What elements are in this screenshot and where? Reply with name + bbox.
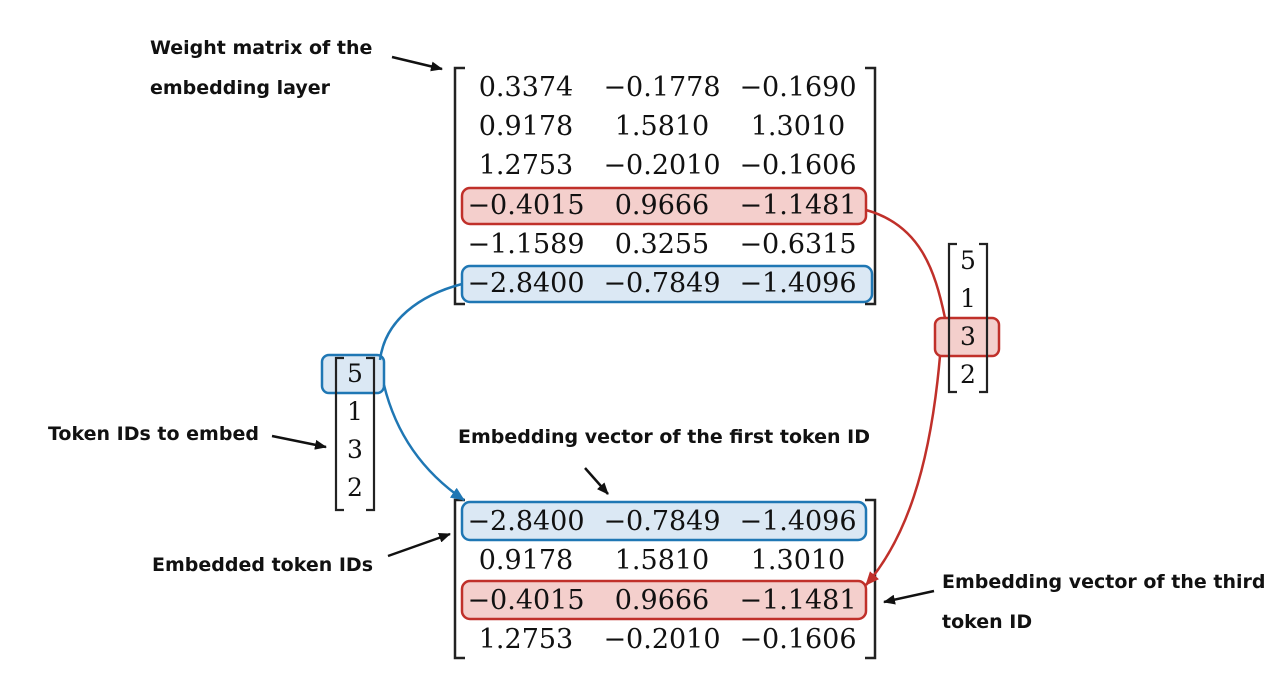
- weight-matrix-right-bracket: [865, 66, 877, 306]
- token-ids-vector-left: 5 1 3 2: [336, 355, 374, 511]
- embedded-cell: −2.8400: [467, 506, 585, 537]
- weight-matrix-left-bracket: [453, 66, 465, 306]
- weight-cell: −1.1589: [467, 229, 585, 260]
- left-vector-right-bracket: [366, 356, 376, 512]
- embedded-cell: 1.5810: [614, 545, 710, 576]
- weight-row: −1.1589 0.3255 −0.6315: [462, 225, 872, 265]
- weight-cell: −0.2010: [603, 150, 721, 181]
- weight-matrix-label-line-2: embedding layer: [150, 77, 331, 99]
- weight-cell: −1.1481: [739, 190, 857, 221]
- weight-cell: −0.1606: [739, 150, 857, 181]
- right-vector-left-bracket: [947, 242, 957, 394]
- embedded-row-0-highlight: [460, 500, 868, 542]
- red-connector-bottom: [865, 355, 942, 586]
- embedded-matrix: −2.8400 −0.7849 −1.4096 0.9178 1.5810 1.…: [462, 502, 872, 662]
- weight-row: 1.2753 −0.2010 −0.1606: [462, 146, 872, 186]
- blue-connector-top: [378, 282, 463, 361]
- embedded-cell: −0.7849: [603, 506, 721, 537]
- weight-cell: −2.8400: [467, 268, 585, 299]
- weight-cell: 0.9666: [614, 190, 710, 221]
- embedded-token-ids-arrow: [387, 532, 451, 558]
- embedded-row: 0.9178 1.5810 1.3010: [462, 541, 872, 581]
- embedded-cell: −1.1481: [739, 585, 857, 616]
- embedded-row-highlighted-red: −0.4015 0.9666 −1.1481: [462, 581, 872, 621]
- weight-cell: 0.9178: [478, 111, 574, 142]
- right-token-3-highlight: [933, 316, 1001, 358]
- weight-matrix-label-line-1: Weight matrix of the: [150, 37, 373, 59]
- token-id: 3: [960, 322, 976, 351]
- token-id: 3: [347, 435, 363, 464]
- embedded-cell: −0.4015: [467, 585, 585, 616]
- weight-row-highlighted-blue: −2.8400 −0.7849 −1.4096: [462, 264, 872, 304]
- weight-cell: −0.1778: [603, 72, 721, 103]
- embedded-row-highlighted-blue: −2.8400 −0.7849 −1.4096: [462, 502, 872, 542]
- blue-connector-bottom: [382, 384, 465, 502]
- token-ids-arrow: [271, 434, 327, 450]
- first-vector-arrow: [584, 467, 609, 495]
- weight-row: 0.3374 −0.1778 −0.1690: [462, 68, 872, 108]
- embedded-row: 1.2753 −0.2010 −0.1606: [462, 620, 872, 660]
- weight-matrix: 0.3374 −0.1778 −0.1690 0.9178 1.5810 1.3…: [462, 68, 872, 308]
- embedded-cell: 0.9178: [478, 545, 574, 576]
- embedded-cell: 1.3010: [750, 545, 846, 576]
- weight-cell: −0.7849: [603, 268, 721, 299]
- embedded-cell: 1.2753: [478, 624, 574, 655]
- weight-cell: −0.4015: [467, 190, 585, 221]
- third-vector-label-line-1: Embedding vector of the third: [942, 571, 1266, 593]
- third-vector-arrow: [883, 589, 935, 605]
- embedded-row-2-highlight: [460, 579, 868, 621]
- left-vector-left-bracket: [334, 356, 344, 512]
- embedded-token-ids-label: Embedded token IDs: [152, 554, 374, 576]
- weight-cell: −1.4096: [739, 268, 857, 299]
- third-vector-label-line-2: token ID: [942, 611, 1033, 633]
- token-id: 5: [347, 359, 363, 388]
- weight-matrix-arrow: [391, 55, 443, 72]
- weight-cell: 0.3255: [614, 229, 710, 260]
- first-vector-label: Embedding vector of the first token ID: [458, 426, 871, 448]
- weight-row-highlighted-red: −0.4015 0.9666 −1.1481: [462, 186, 872, 226]
- token-id: 1: [960, 284, 976, 313]
- weight-cell: −0.6315: [739, 229, 857, 260]
- right-vector-right-bracket: [979, 242, 989, 394]
- weight-cell: −0.1690: [739, 72, 857, 103]
- left-token-5-highlight: [320, 353, 386, 395]
- embedded-cell: −0.1606: [739, 624, 857, 655]
- weight-cell: 1.3010: [750, 111, 846, 142]
- embedded-cell: −0.2010: [603, 624, 721, 655]
- weight-cell: 1.2753: [478, 150, 574, 181]
- red-connector-top: [865, 208, 947, 319]
- embedded-cell: −1.4096: [739, 506, 857, 537]
- token-id: 1: [347, 397, 363, 426]
- token-ids-label: Token IDs to embed: [48, 423, 259, 445]
- token-ids-vector-right: 5 1 3 2: [949, 242, 987, 394]
- weight-cell: 1.5810: [614, 111, 710, 142]
- embedded-cell: 0.9666: [614, 585, 710, 616]
- weight-cell: 0.3374: [478, 72, 574, 103]
- weight-row: 0.9178 1.5810 1.3010: [462, 107, 872, 147]
- weight-row-3-highlight: [460, 186, 868, 226]
- token-id: 5: [960, 246, 976, 275]
- token-id: 2: [347, 473, 363, 502]
- token-id: 2: [960, 360, 976, 389]
